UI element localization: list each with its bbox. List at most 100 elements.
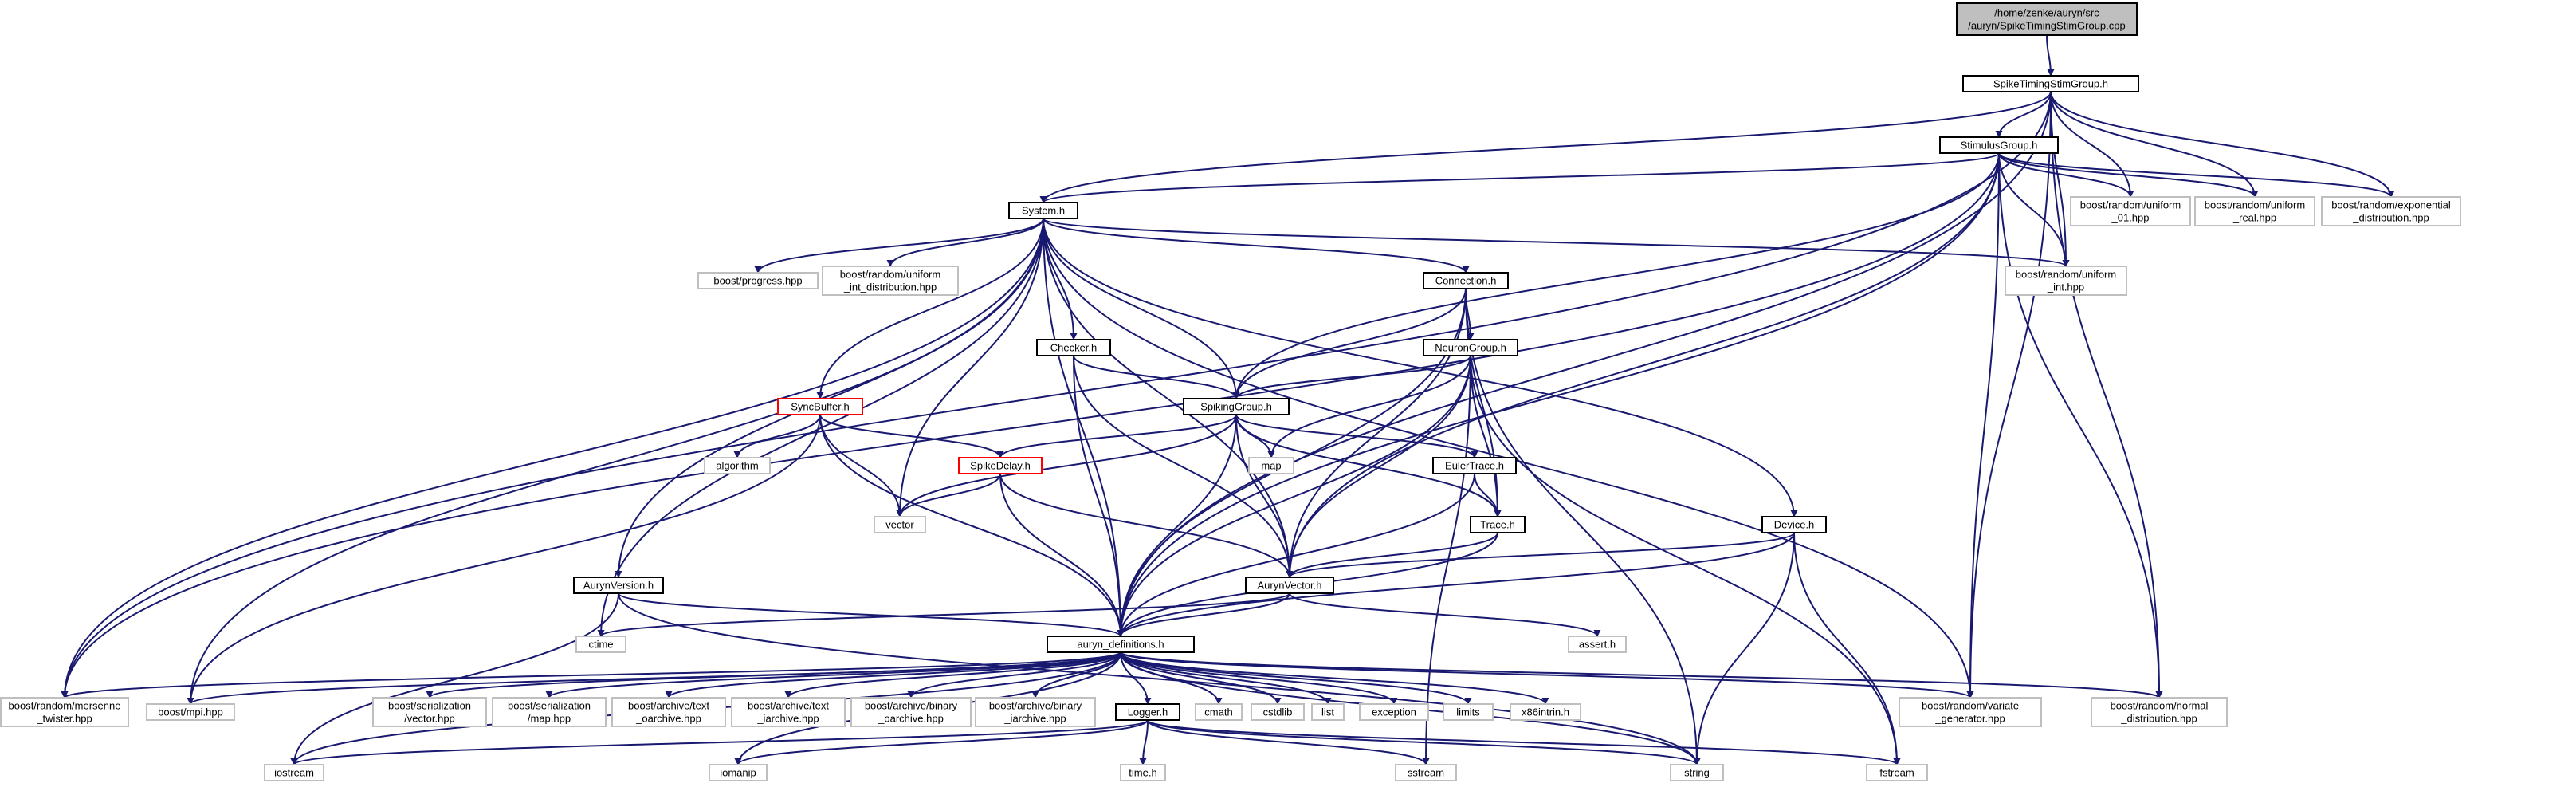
node-label-uintdist-0: boost/random/uniform (840, 269, 940, 281)
node-box-root (1956, 2, 2138, 36)
node-label-variate-1: _generator.hpp (1934, 713, 2005, 725)
edge-system-to-mpi (187, 218, 1044, 705)
node-box-assert (1568, 636, 1627, 653)
edge-connection-to-spikinggroup (1232, 288, 1467, 399)
node-syncbuffer[interactable]: SyncBuffer.h (777, 398, 863, 415)
edge-device-to-aurynvector (1286, 532, 1795, 578)
node-box-aurynvector (1245, 577, 1334, 594)
node-progress: boost/progress.hpp (697, 272, 819, 289)
node-box-limits (1443, 703, 1494, 721)
edge-stsg-to-mersenne (61, 91, 2052, 699)
node-string: string (1670, 764, 1724, 781)
node-label-iomanip-0: iomanip (720, 767, 756, 779)
node-box-textiarchive (731, 697, 846, 727)
edge-logger-to-string (1147, 719, 1701, 765)
node-eulertrace[interactable]: EulerTrace.h (1432, 457, 1517, 474)
node-box-spikinggroup (1183, 398, 1290, 415)
node-stim[interactable]: StimulusGroup.h (1939, 136, 2059, 154)
node-box-x86intrin (1510, 703, 1581, 721)
node-box-iostream (264, 764, 324, 781)
edge-system-to-device (1043, 218, 1798, 517)
node-label-biniarchive-1: _iarchive.hpp (1003, 713, 1066, 725)
edge-syncbuffer-to-mpi (187, 414, 821, 705)
node-box-expdist (2321, 196, 2461, 226)
node-aurynvector[interactable]: AurynVector.h (1245, 577, 1334, 594)
node-label-expdist-1: _distribution.hpp (2352, 212, 2429, 224)
node-aurynversion[interactable]: AurynVersion.h (573, 577, 664, 594)
node-label-spikinggroup-0: SpikingGroup.h (1200, 401, 1272, 413)
edge-spikinggroup-to-spikedelay (996, 414, 1237, 458)
node-box-device (1761, 516, 1827, 533)
node-trace[interactable]: Trace.h (1470, 516, 1526, 533)
node-label-ctime-0: ctime (588, 639, 613, 651)
node-cmath: cmath (1195, 703, 1243, 721)
edge-stim-to-mersenne (61, 152, 2000, 699)
edge-device-to-string (1693, 532, 1795, 765)
node-map: map (1248, 457, 1294, 474)
node-label-ureal-1: _real.hpp (2232, 212, 2276, 224)
edge-spikinggroup-to-defs (1117, 414, 1237, 637)
node-logger[interactable]: Logger.h (1115, 703, 1180, 721)
node-label-servector-0: boost/serialization (388, 700, 471, 712)
node-box-vector (874, 516, 926, 533)
edge-stsg-to-expdist (2050, 91, 2395, 198)
node-label-checker-0: Checker.h (1050, 342, 1098, 354)
node-neurongroup[interactable]: NeuronGroup.h (1423, 339, 1518, 356)
edge-defs-to-mersenne (61, 651, 1121, 699)
node-textoarchive: boost/archive/text_oarchive.hpp (611, 697, 726, 727)
node-box-list (1311, 703, 1345, 721)
node-biniarchive: boost/archive/binary_iarchive.hpp (975, 697, 1096, 727)
node-box-stsg (1962, 75, 2139, 92)
edge-aurynvector-to-assert (1289, 592, 1601, 637)
edge-stim-to-ureal (1998, 152, 2259, 198)
node-label-binoarchive-1: _oarchive.hpp (878, 713, 944, 725)
edge-stim-to-spikinggroup (1232, 152, 2000, 399)
node-label-progress-0: boost/progress.hpp (713, 275, 802, 287)
edge-neurongroup-to-aurynvector (1286, 355, 1471, 578)
node-box-connection (1423, 272, 1509, 289)
node-stsg[interactable]: SpikeTimingStimGroup.h (1962, 75, 2139, 92)
edge-neurongroup-to-fstream (1470, 355, 1901, 765)
node-textiarchive: boost/archive/text_iarchive.hpp (731, 697, 846, 727)
edge-defs-to-exception (1120, 651, 1398, 705)
node-defs[interactable]: auryn_definitions.h (1046, 636, 1195, 653)
node-variate: boost/random/variate_generator.hpp (1899, 697, 2042, 727)
node-uintdist: boost/random/uniform_int_distribution.hp… (822, 266, 959, 296)
node-label-mpi-0: boost/mpi.hpp (158, 706, 223, 718)
node-label-exception-0: exception (1372, 706, 1416, 718)
node-root[interactable]: /home/zenke/auryn/src/auryn/SpikeTimingS… (1956, 2, 2138, 36)
node-label-x86intrin-0: x86intrin.h (1522, 706, 1569, 718)
edge-stsg-to-normaldist (2050, 91, 2163, 699)
node-system[interactable]: System.h (1008, 202, 1078, 219)
node-label-list-0: list (1321, 706, 1334, 718)
node-device[interactable]: Device.h (1761, 516, 1827, 533)
node-label-connection-0: Connection.h (1435, 275, 1497, 287)
node-box-progress (697, 272, 819, 289)
edge-connection-to-trace (1465, 288, 1502, 517)
node-spikinggroup[interactable]: SpikingGroup.h (1183, 398, 1290, 415)
node-label-normaldist-1: _distribution.hpp (2120, 713, 2197, 725)
edge-defs-to-textoarchive (665, 651, 1121, 699)
edge-logger-to-timeh (1139, 719, 1149, 765)
node-label-u01-0: boost/random/uniform (2080, 199, 2181, 211)
node-connection[interactable]: Connection.h (1423, 272, 1509, 289)
node-spikedelay[interactable]: SpikeDelay.h (958, 457, 1043, 474)
node-checker[interactable]: Checker.h (1036, 339, 1111, 356)
edge-stim-to-expdist (1998, 152, 2395, 198)
node-label-textoarchive-0: boost/archive/text (628, 700, 709, 712)
node-box-neurongroup (1423, 339, 1518, 356)
node-assert: assert.h (1568, 636, 1627, 653)
node-label-textiarchive-0: boost/archive/text (748, 700, 829, 712)
node-box-ureal (2194, 196, 2315, 226)
node-box-mersenne (0, 697, 129, 727)
node-box-uint (2005, 266, 2127, 296)
node-cstdlib: cstdlib (1251, 703, 1305, 721)
node-label-syncbuffer-0: SyncBuffer.h (791, 401, 849, 413)
node-label-stsg-0: SpikeTimingStimGroup.h (1993, 78, 2108, 90)
node-label-limits-0: limits (1456, 706, 1480, 718)
node-box-defs (1046, 636, 1195, 653)
node-label-binoarchive-0: boost/archive/binary (865, 700, 958, 712)
node-servector: boost/serialization/vector.hpp (372, 697, 487, 727)
edge-stim-to-u01 (1998, 152, 2134, 198)
node-expdist: boost/random/exponential_distribution.hp… (2321, 196, 2461, 226)
